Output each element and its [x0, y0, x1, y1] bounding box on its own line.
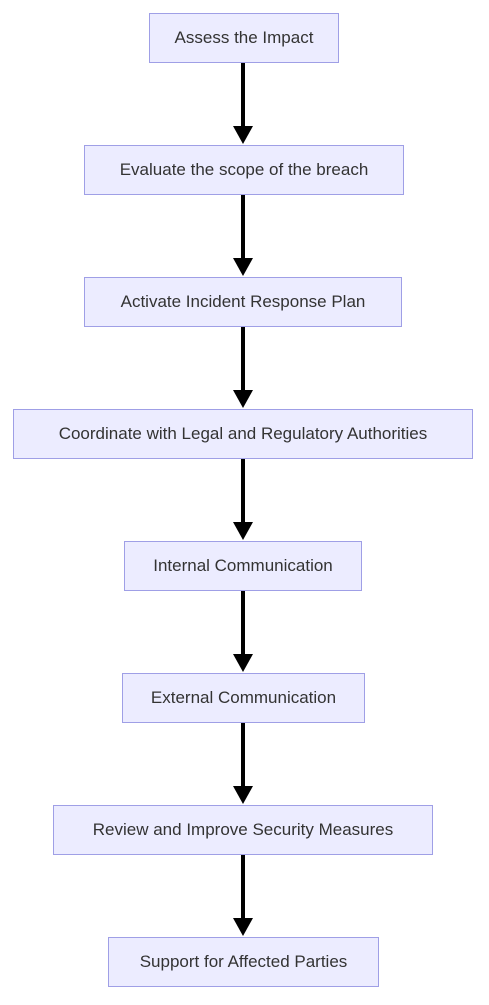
step-internal-communication: Internal Communication — [124, 541, 362, 591]
arrow-head — [233, 918, 253, 936]
step-support-affected: Support for Affected Parties — [108, 937, 379, 987]
arrow-head — [233, 786, 253, 804]
arrow-head — [233, 522, 253, 540]
step-review-security: Review and Improve Security Measures — [53, 805, 433, 855]
step-evaluate-scope: Evaluate the scope of the breach — [84, 145, 404, 195]
arrow-head — [233, 258, 253, 276]
arrow-head — [233, 654, 253, 672]
step-assess-impact: Assess the Impact — [149, 13, 339, 63]
step-external-communication: External Communication — [122, 673, 365, 723]
arrow-head — [233, 126, 253, 144]
step-activate-response-plan: Activate Incident Response Plan — [84, 277, 402, 327]
arrow-head — [233, 390, 253, 408]
step-coordinate-legal: Coordinate with Legal and Regulatory Aut… — [13, 409, 473, 459]
